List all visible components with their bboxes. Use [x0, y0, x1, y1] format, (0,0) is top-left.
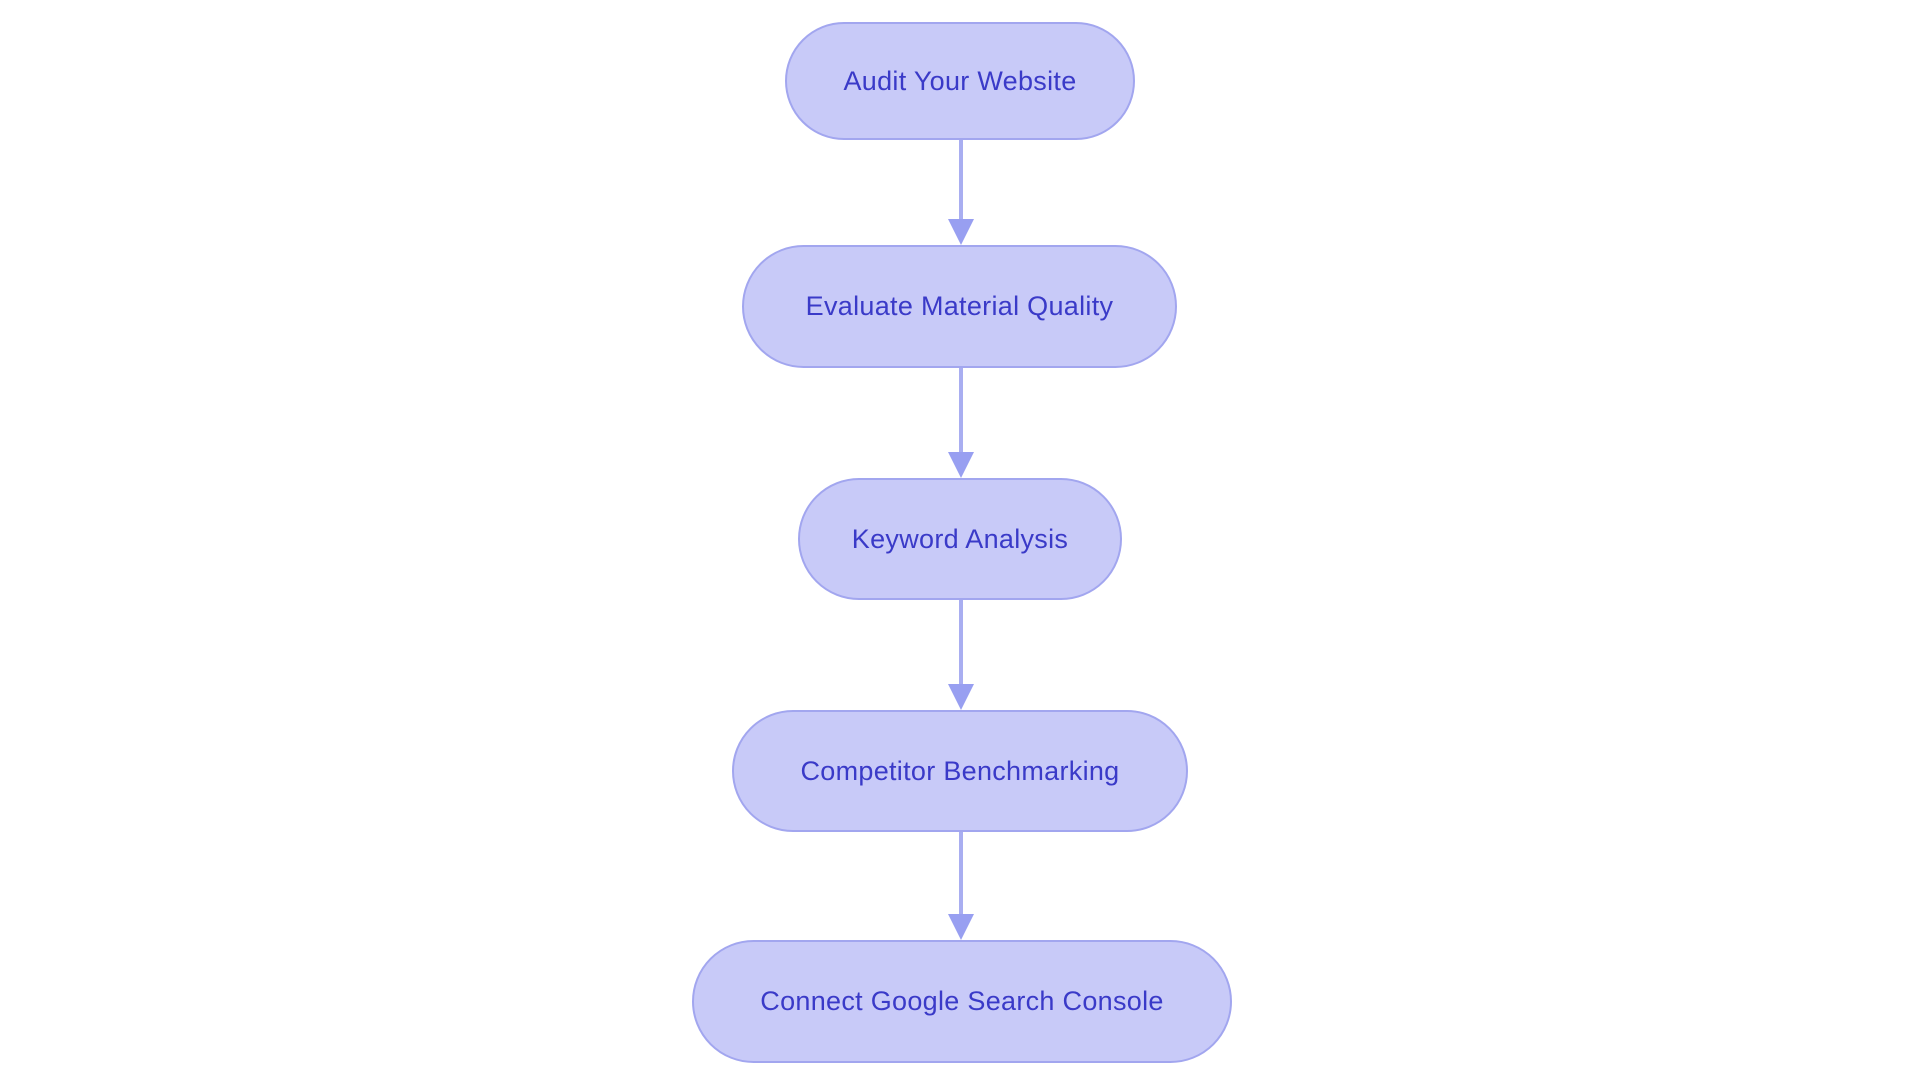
arrow-down-icon	[948, 684, 974, 710]
flow-node-label: Keyword Analysis	[851, 523, 1069, 554]
arrow-line	[959, 600, 963, 686]
flow-node-connect-google-search-console: Connect Google Search Console	[692, 940, 1232, 1063]
arrow-connector	[947, 140, 975, 245]
flow-node-label: Evaluate Material Quality	[805, 291, 1114, 321]
arrow-down-icon	[948, 914, 974, 940]
flow-node-label: Competitor Benchmarking	[800, 755, 1120, 786]
flow-node-label: Audit Your Website	[843, 65, 1077, 96]
arrow-connector	[947, 832, 975, 940]
flow-node-audit-your-website: Audit Your Website	[785, 22, 1135, 140]
arrow-line	[959, 368, 963, 454]
flow-node-competitor-benchmarking: Competitor Benchmarking	[732, 710, 1188, 832]
arrow-line	[959, 832, 963, 916]
arrow-down-icon	[948, 452, 974, 478]
arrow-down-icon	[948, 219, 974, 245]
arrow-connector	[947, 368, 975, 478]
flow-node-evaluate-material-quality: Evaluate Material Quality	[742, 245, 1177, 368]
arrow-line	[959, 140, 963, 221]
flow-node-keyword-analysis: Keyword Analysis	[798, 478, 1122, 600]
flow-node-label: Connect Google Search Console	[760, 986, 1164, 1016]
arrow-connector	[947, 600, 975, 710]
